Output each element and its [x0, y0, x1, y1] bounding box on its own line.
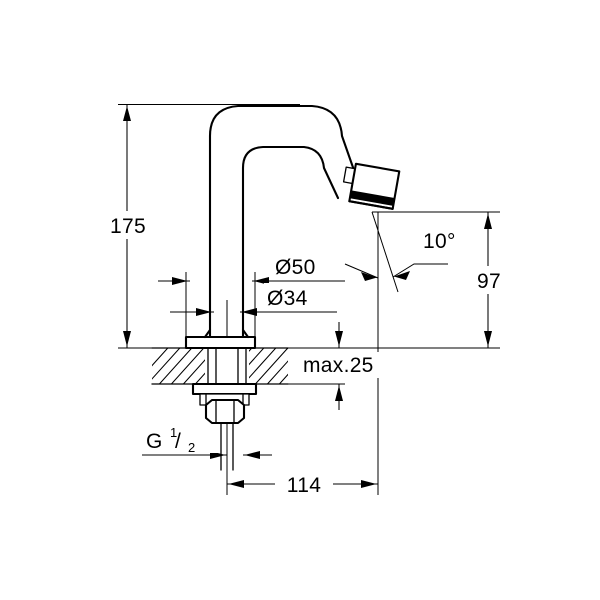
- dim-label-phi34: Ø34: [267, 287, 308, 310]
- under-counter-washer: [191, 382, 258, 396]
- dim-97-text-bg: [466, 266, 510, 294]
- angle-leader-left: [344, 263, 379, 279]
- thread-label-numerator: 1: [170, 425, 177, 440]
- dimension-angle-10: 10°: [344, 211, 482, 293]
- dim-max25-text-bg: [300, 352, 382, 378]
- dim-label-angle-10: 10°: [423, 230, 456, 253]
- spout-outer-profile: [208, 104, 358, 342]
- dim-label-97: 97: [477, 270, 501, 293]
- aerator-outlet-face: [348, 200, 394, 210]
- thread-label-denominator: 2: [188, 440, 195, 455]
- spout-inner-profile: [241, 145, 340, 342]
- thread-text-bg: [142, 425, 218, 453]
- thread-label-slash: /: [175, 430, 181, 453]
- arrow-175-bottom: [123, 331, 131, 347]
- aerator-band: [349, 190, 395, 206]
- faucet-body: [184, 104, 401, 471]
- arrow-97-top: [484, 213, 492, 229]
- thread-label-letter: G: [146, 430, 163, 453]
- arrow-phi34-right: [241, 308, 257, 316]
- arrow-thread-right: [244, 451, 260, 459]
- counter-hole: [205, 348, 249, 384]
- arrow-97-bottom: [484, 331, 492, 347]
- arrow-angle-left: [361, 272, 377, 281]
- arrow-max25-top: [335, 331, 343, 347]
- arrow-max25-bottom: [335, 385, 343, 401]
- dim-phi34-text-bg: [264, 283, 334, 311]
- arrow-phi50-left: [172, 277, 188, 285]
- aerator-assembly: [342, 162, 401, 210]
- dim-phi50-text-bg: [272, 252, 342, 280]
- column-flange-taper: [203, 328, 250, 339]
- dim-175-text-bg: [104, 211, 152, 239]
- dim-label-phi50: Ø50: [275, 256, 316, 279]
- flange-base: [184, 335, 257, 350]
- dimension-max25: max.25: [300, 322, 382, 410]
- dim-114-text-bg: [275, 470, 333, 498]
- angle-reference-line: [371, 211, 399, 293]
- dimension-175: 175: [104, 104, 152, 348]
- angle-leader-right: [392, 263, 448, 278]
- label-thread-g-half: G 1 / 2: [142, 425, 260, 459]
- dim-label-114: 114: [287, 474, 321, 497]
- arrow-angle-right: [394, 271, 410, 280]
- dimension-phi34: Ø34: [170, 283, 337, 316]
- dimension-97: 97: [466, 212, 510, 348]
- arrow-114-left: [228, 480, 244, 488]
- arrow-114-right: [361, 480, 377, 488]
- dimension-114: 114: [227, 470, 378, 498]
- dim-label-175: 175: [110, 215, 146, 238]
- counter-section: [151, 347, 289, 385]
- dim-angle-text-bg: [420, 226, 482, 254]
- arrow-phi34-left: [196, 308, 212, 316]
- hex-nut: [204, 398, 246, 425]
- dimension-phi50: Ø50: [158, 252, 345, 285]
- dim-label-max25: max.25: [303, 354, 374, 377]
- arrow-175-top: [123, 106, 131, 121]
